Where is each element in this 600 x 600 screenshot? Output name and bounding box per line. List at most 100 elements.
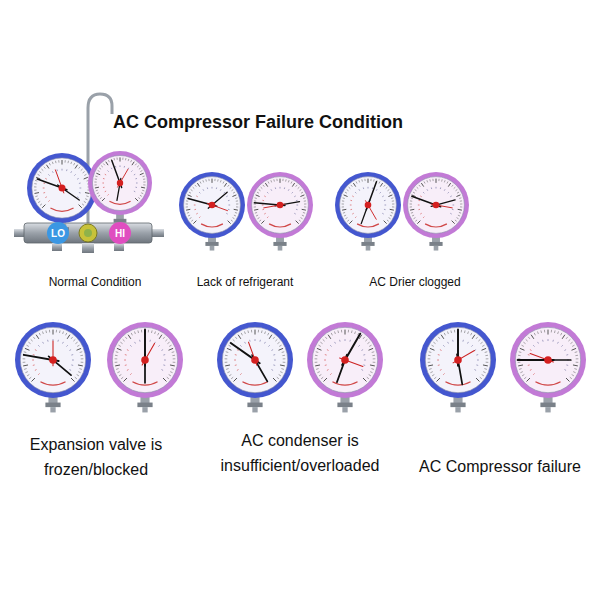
inner-scale-tick <box>48 174 49 175</box>
inner-scale-tick <box>270 189 272 190</box>
valve-knob: LO <box>47 222 69 244</box>
needle-hub <box>341 356 349 364</box>
scale-tick <box>34 183 36 184</box>
scale-tick <box>342 200 344 201</box>
scale-tick <box>229 374 231 375</box>
scale-tick <box>349 187 351 189</box>
center-knob <box>79 224 97 242</box>
scale-tick <box>413 192 415 193</box>
scale-tick <box>227 348 232 350</box>
gauge-nut <box>45 403 60 408</box>
scale-tick <box>140 170 142 171</box>
inner-scale-tick <box>275 187 276 189</box>
gauge-needle <box>142 344 154 365</box>
inner-scale-tick <box>327 369 329 371</box>
gauge-nut <box>273 242 286 246</box>
inner-scale-tick <box>57 340 58 342</box>
scale-tick <box>436 339 438 341</box>
scale-tick <box>575 351 578 353</box>
inner-scale-tick <box>476 354 478 355</box>
gauge-stem <box>142 407 147 412</box>
scale-tick <box>125 337 127 339</box>
scale-tick <box>154 331 156 333</box>
scale-tick <box>480 377 482 379</box>
scale-tick <box>370 364 375 366</box>
inner-scale-tick <box>226 213 227 215</box>
scale-arc <box>535 382 560 385</box>
inner-scale-tick <box>69 349 71 351</box>
scale-tick <box>520 372 522 373</box>
manifold-bar <box>24 223 152 243</box>
inner-scale-tick <box>418 205 420 206</box>
inner-scale-tick <box>66 345 67 346</box>
scale-tick <box>285 179 287 181</box>
scale-tick <box>28 342 30 344</box>
inner-scale-tick <box>262 205 264 206</box>
scale-tick <box>202 180 204 182</box>
scale-tick <box>135 198 138 201</box>
inner-scale-tick <box>548 339 549 341</box>
scale-tick <box>141 330 142 333</box>
scale-tick <box>270 180 272 182</box>
scale-tick <box>67 335 70 339</box>
scale-tick <box>214 179 215 181</box>
scale-tick <box>81 169 83 171</box>
inner-scale-tick <box>43 183 45 184</box>
scale-tick <box>173 362 176 363</box>
scale-tick <box>114 158 116 160</box>
scale-tick <box>524 377 526 379</box>
scale-tick <box>300 195 304 197</box>
scale-tick <box>163 378 166 381</box>
scale-tick <box>455 189 457 190</box>
scale-tick <box>197 183 199 187</box>
scale-tick <box>367 342 369 344</box>
scale-tick <box>320 342 322 344</box>
scale-tick <box>316 368 319 370</box>
inner-scale-tick <box>33 354 35 355</box>
scale-tick <box>80 355 83 356</box>
needle-hub <box>251 356 259 364</box>
scale-tick <box>143 181 145 182</box>
scale-tick <box>519 368 522 370</box>
scale-tick <box>212 179 213 183</box>
inner-scale-tick <box>202 189 204 190</box>
high-pressure-gauge <box>307 322 383 412</box>
inner-scale-tick <box>355 192 356 193</box>
gauge-ring <box>15 322 91 398</box>
scale-tick <box>389 218 391 219</box>
scale-tick <box>38 174 40 175</box>
scale-tick <box>79 368 82 370</box>
scale-tick <box>186 200 188 201</box>
inner-scale-tick <box>131 171 132 172</box>
scale-tick <box>228 345 230 346</box>
scale-tick <box>225 362 228 363</box>
scale-tick <box>53 330 54 335</box>
scale-tick <box>140 195 142 196</box>
scale-tick <box>31 339 33 341</box>
scale-tick <box>238 335 241 339</box>
scale-tick <box>296 185 298 187</box>
scale-tick <box>576 362 579 363</box>
inner-scale-tick <box>566 354 568 355</box>
inner-scale-tick <box>105 174 106 176</box>
scale-tick <box>188 215 190 217</box>
scale-tick <box>522 374 524 375</box>
inner-scale-tick <box>164 360 166 361</box>
gauge-nut <box>247 403 262 408</box>
inner-scale-tick <box>38 373 39 374</box>
scale-tick <box>264 331 266 333</box>
scale-arc <box>357 224 379 227</box>
scale-tick <box>452 185 454 187</box>
gauge-face <box>184 177 241 234</box>
gauge-face <box>222 327 287 392</box>
scale-tick <box>137 166 139 168</box>
scale-tick <box>233 339 235 341</box>
scale-tick <box>115 358 118 359</box>
inner-scale-tick <box>440 187 441 189</box>
scale-tick <box>392 200 394 201</box>
needle-hub <box>117 180 123 186</box>
inner-scale-tick <box>240 373 241 374</box>
inner-scale-tick <box>135 187 137 188</box>
scale-tick <box>363 337 365 339</box>
scale-tick <box>158 333 159 335</box>
